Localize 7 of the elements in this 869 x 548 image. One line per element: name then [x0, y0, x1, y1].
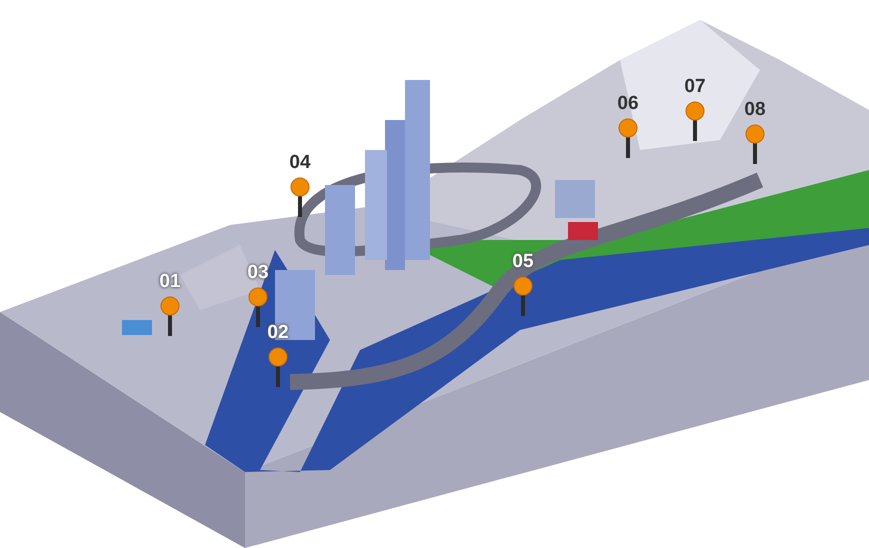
callout-number: 06 [617, 94, 639, 114]
callout-number: 07 [684, 77, 706, 97]
callout-number: 03 [247, 263, 269, 283]
callout-number: 01 [159, 272, 181, 292]
callout-number: 04 [289, 153, 311, 173]
callout-number: 05 [512, 252, 534, 272]
callout-number: 08 [744, 100, 766, 120]
